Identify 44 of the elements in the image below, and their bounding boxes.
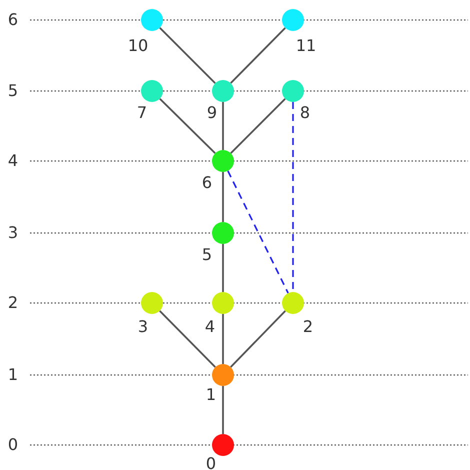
level-number: 4 xyxy=(8,153,18,169)
dashed-line xyxy=(292,102,294,292)
node-circle xyxy=(212,150,234,172)
node-circle xyxy=(282,80,304,102)
node-number: 10 xyxy=(128,38,148,54)
connector-line xyxy=(159,310,216,368)
node-circle xyxy=(212,434,234,456)
node-number: 4 xyxy=(204,319,216,335)
level-number: 3 xyxy=(8,225,18,241)
node-circle xyxy=(212,80,234,102)
connector-line xyxy=(230,27,286,84)
node-number: 1 xyxy=(206,387,216,403)
level-number: 0 xyxy=(8,437,18,453)
connector-line xyxy=(159,27,216,84)
node-number: 11 xyxy=(296,38,316,54)
node-circle xyxy=(212,222,234,244)
node-circle xyxy=(212,292,234,314)
dashed-line xyxy=(227,170,289,294)
node-circle xyxy=(141,292,163,314)
node-circle xyxy=(212,364,234,386)
connector-line xyxy=(222,244,224,292)
level-number: 1 xyxy=(8,367,18,383)
node-number: 5 xyxy=(202,247,212,263)
node-circle xyxy=(141,9,163,31)
node-number: 6 xyxy=(202,175,212,191)
node-number: 0 xyxy=(206,456,216,470)
connector-line xyxy=(222,102,224,150)
node-circle xyxy=(282,292,304,314)
connector-line xyxy=(230,98,286,154)
node-number: 8 xyxy=(300,105,310,121)
node-number: 7 xyxy=(136,105,148,121)
connector-line xyxy=(222,386,224,434)
connector-line xyxy=(222,172,224,222)
node-number: 2 xyxy=(302,319,314,335)
connector-line xyxy=(222,314,224,364)
level-number: 5 xyxy=(8,83,18,99)
node-circle xyxy=(282,9,304,31)
node-number: 3 xyxy=(138,319,148,335)
connector-line xyxy=(159,98,216,154)
node-number: 9 xyxy=(206,105,218,121)
node-circle xyxy=(141,80,163,102)
level-number: 2 xyxy=(8,295,18,311)
connector-line xyxy=(230,310,286,368)
level-number: 6 xyxy=(8,12,18,28)
